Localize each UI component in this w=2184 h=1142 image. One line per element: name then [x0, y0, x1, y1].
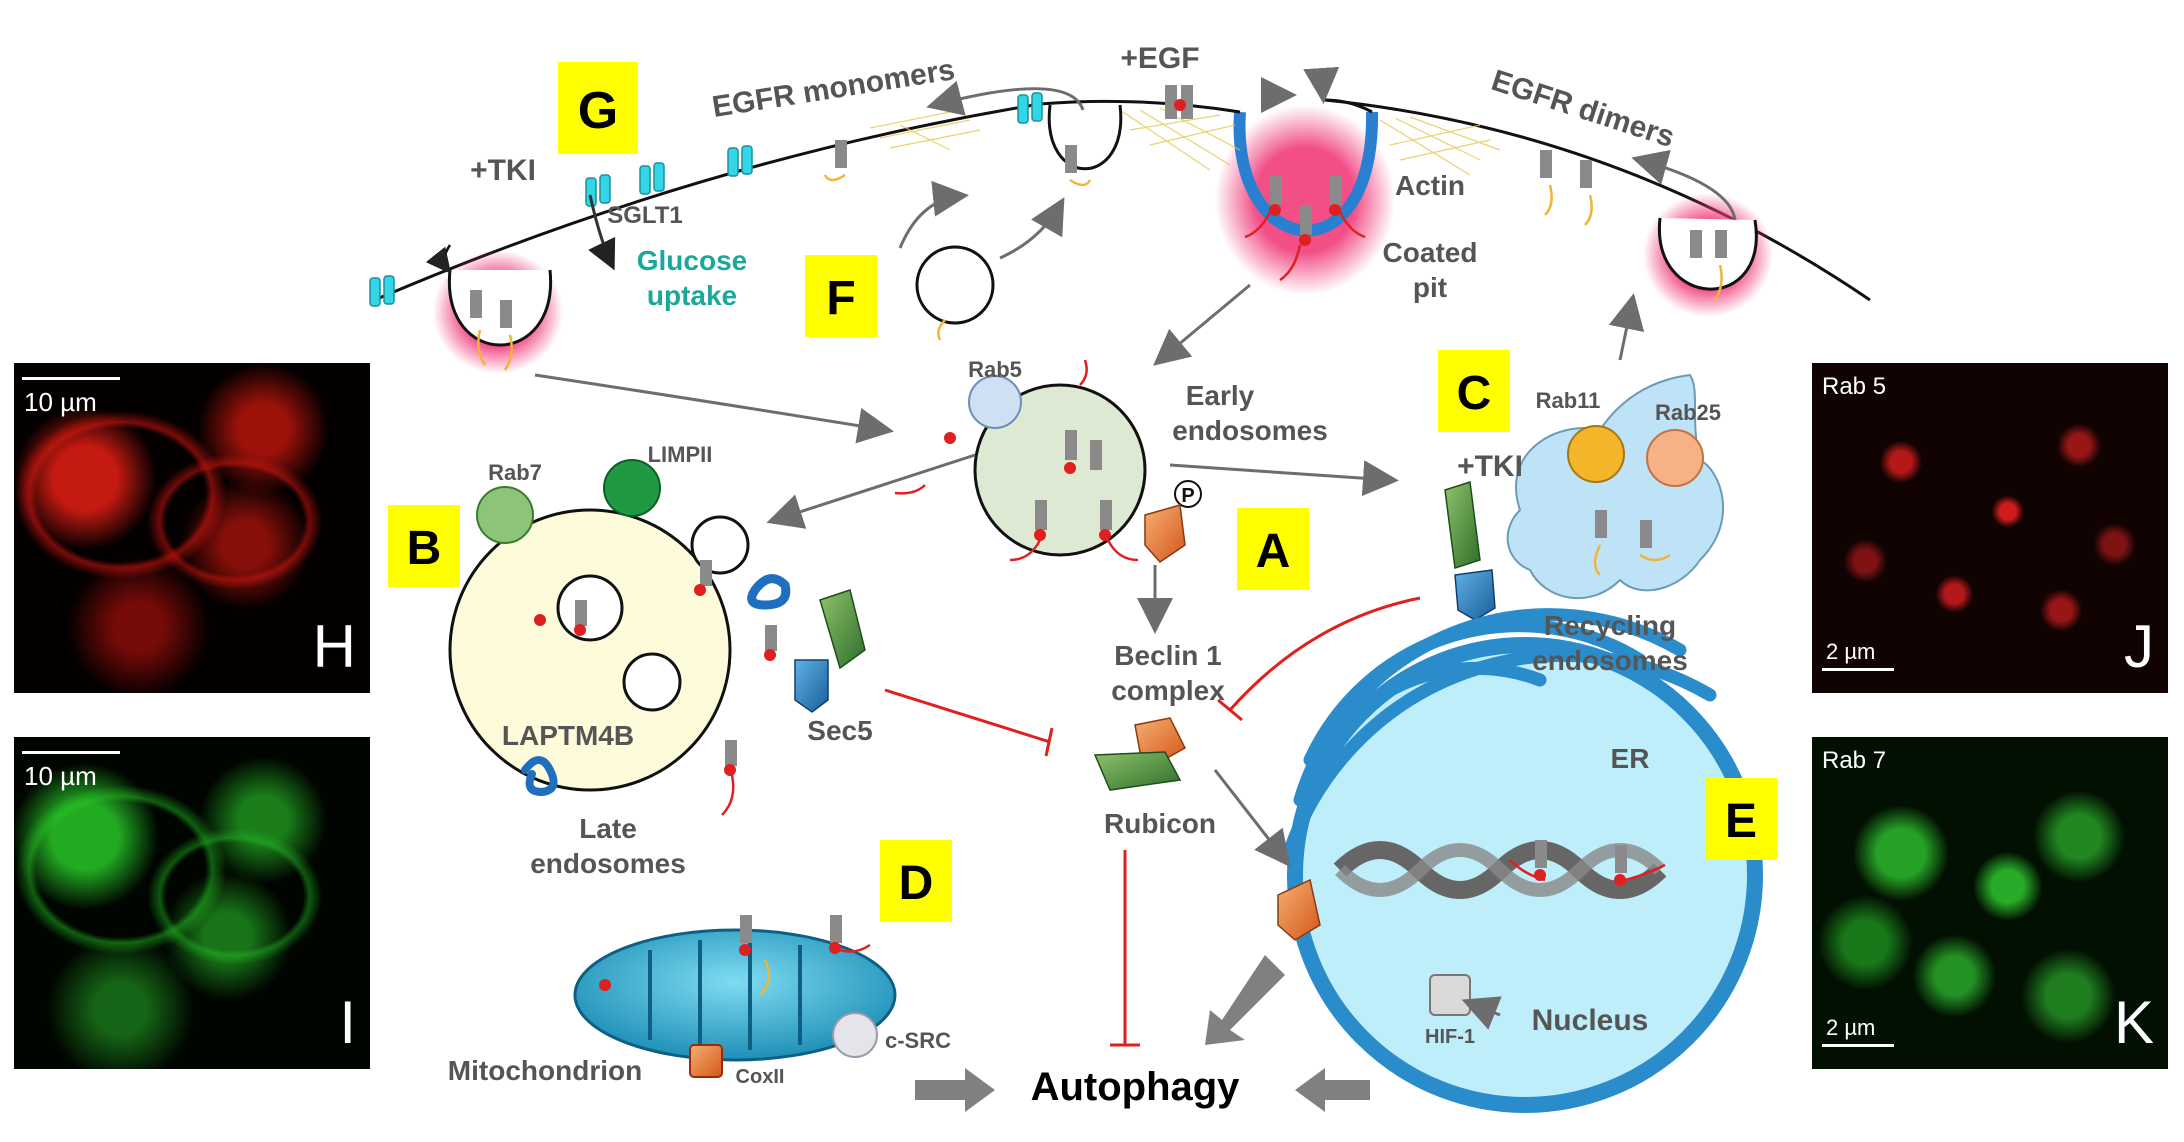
panel-letter-e: E: [1725, 795, 1757, 848]
panel-letter-f: F: [826, 272, 855, 325]
early-endosomes-label-line1: Early: [1186, 380, 1255, 411]
phospho-icon: [1174, 480, 1202, 508]
phospho-label: P: [1181, 485, 1194, 507]
panel-letter-j: J: [2124, 613, 2154, 680]
er-membranes: [1283, 608, 1717, 857]
micrograph-i: 10 µm I: [14, 737, 370, 1069]
scale-bar-j: [1822, 668, 1894, 671]
micrograph-k-title: Rab 7: [1822, 747, 1887, 774]
rubicon-green: [1093, 751, 1182, 791]
right-invagination: [1657, 217, 1758, 291]
rab25-label: Rab25: [1655, 400, 1721, 425]
panel-letter-h: H: [312, 613, 356, 680]
panel-letter-a: A: [1256, 525, 1291, 578]
sec5-coil: [747, 574, 791, 610]
panel-letter-c: C: [1457, 367, 1492, 420]
scale-bar-i: [22, 751, 120, 754]
late-endosomes-label-line2: endosomes: [530, 848, 686, 879]
beclin-orange-piece: [1144, 504, 1186, 563]
egfr-monomers-label: EGFR monomers: [710, 53, 957, 124]
recycling-blue: [1454, 569, 1496, 621]
beclin-label-line1: Beclin 1: [1114, 640, 1221, 671]
recycling-endosomes-label-line2: endosomes: [1532, 645, 1688, 676]
actin-label: Actin: [1395, 170, 1465, 201]
rab25-sphere: [1646, 429, 1704, 487]
tki-recycling-label: +TKI: [1457, 450, 1523, 483]
coated-pit-glow: [1215, 105, 1395, 295]
panel-boxes: [388, 62, 1777, 922]
sglt1-label: SGLT1: [607, 202, 683, 229]
er-orange: [1277, 878, 1321, 941]
csrc-sphere: [832, 1012, 878, 1058]
scale-label-h: 10 µm: [24, 387, 97, 417]
scale-bar-h: [22, 377, 120, 380]
recycling-endosomes-label-line1: Recycling: [1544, 610, 1676, 641]
sglt1-transporters: [369, 92, 1043, 307]
micrograph-h: 10 µm H: [14, 363, 370, 693]
glucose-label-line2: uptake: [647, 280, 737, 311]
glucose-label-line1: Glucose: [637, 245, 747, 276]
egfr-dimers-label: EGFR dimers: [1487, 64, 1678, 154]
rubicon-label: Rubicon: [1104, 808, 1216, 839]
coated-pit-label-line1: Coated: [1383, 237, 1478, 268]
scale-label-k: 2 µm: [1826, 1015, 1876, 1040]
rab11-label: Rab11: [1536, 388, 1601, 413]
rubicon-orange: [1134, 717, 1186, 763]
rab11-sphere: [1567, 425, 1625, 483]
sec5-green: [819, 589, 866, 670]
autophagy-label: Autophagy: [1031, 1065, 1241, 1109]
limpii-sphere: [603, 459, 661, 517]
rab5-label: Rab5: [968, 357, 1022, 382]
recycling-green: [1444, 481, 1481, 569]
scale-bar-k: [1822, 1044, 1894, 1047]
intraluminal-vesicle: [556, 574, 624, 642]
intraluminal-vesicle-2: [622, 652, 682, 712]
scale-label-i: 10 µm: [24, 761, 97, 791]
micrograph-j-title: Rab 5: [1822, 373, 1887, 400]
rab5-sphere: [968, 375, 1022, 429]
panel-letter-i: I: [339, 989, 356, 1056]
autophagy-block-arrows: [915, 955, 1370, 1112]
mitochondrion: [573, 928, 897, 1062]
mito-cristae: [648, 940, 802, 1050]
hif1-label: HIF-1: [1425, 1026, 1475, 1048]
rab7-label: Rab7: [488, 460, 542, 485]
panel-letter-d: D: [899, 857, 934, 910]
hif1-box: [1429, 974, 1471, 1016]
micrograph-k: Rab 7 2 µm K: [1812, 737, 2168, 1069]
laptm4b-coil: [521, 756, 558, 797]
trafficking-arrows: [534, 66, 1737, 1030]
limpii-label: LIMPII: [648, 442, 713, 467]
rab7-sphere: [476, 486, 534, 544]
panel-letter-g: G: [578, 82, 618, 140]
late-endosomes-label-line1: Late: [579, 813, 637, 844]
er-label: ER: [1611, 743, 1650, 774]
sec5-label: Sec5: [807, 715, 872, 746]
panel-letter-k: K: [2113, 989, 2154, 1056]
budding-vesicle: [690, 515, 750, 575]
beclin-label-line2: complex: [1111, 675, 1225, 706]
laptm4b-label: LAPTM4B: [502, 720, 634, 751]
inhibition-lines: [884, 596, 1421, 1047]
sec5-blue: [794, 659, 829, 713]
coated-pit-label-line2: pit: [1413, 272, 1447, 303]
nucleus: [1287, 637, 1763, 1113]
csrc-label: c-SRC: [885, 1028, 951, 1053]
mitochondrion-label: Mitochondrion: [448, 1055, 642, 1086]
egf-label: +EGF: [1120, 42, 1199, 75]
egfr-receptors: [470, 85, 1727, 996]
monomer-invagination: [1047, 104, 1123, 171]
nucleus-label: Nucleus: [1532, 1004, 1649, 1037]
late-endosome: [448, 508, 732, 792]
early-endosomes-label-line2: endosomes: [1172, 415, 1328, 446]
actin-mesh: [869, 107, 1501, 176]
vesicle-f: [915, 245, 995, 325]
scale-label-j: 2 µm: [1826, 639, 1876, 664]
tki-top-label: +TKI: [470, 154, 536, 187]
coxii-label: CoxII: [736, 1066, 785, 1088]
micrograph-j: Rab 5 2 µm J: [1812, 363, 2168, 693]
panel-letter-b: B: [407, 522, 442, 575]
coxii-box: [689, 1044, 723, 1078]
